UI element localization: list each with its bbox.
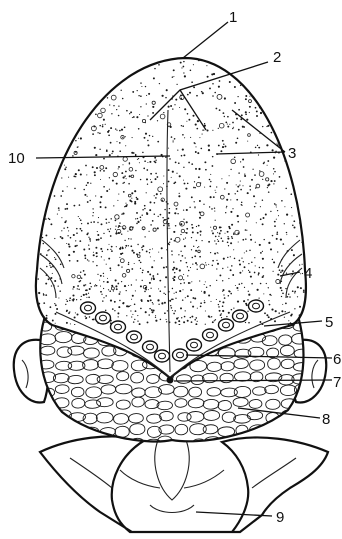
foramen-caecum — [167, 377, 174, 384]
callout-2: 2 — [273, 49, 281, 66]
callout-10: 10 — [8, 150, 25, 167]
epiglottis-region — [40, 436, 328, 532]
callout-6: 6 — [333, 351, 341, 368]
callout-1: 1 — [229, 9, 237, 26]
callout-7: 7 — [333, 374, 341, 391]
callout-5: 5 — [325, 314, 333, 331]
callout-4: 4 — [304, 265, 312, 282]
tongue-body — [36, 58, 307, 378]
callout-3: 3 — [288, 145, 296, 162]
callout-9: 9 — [276, 509, 284, 526]
callout-8: 8 — [322, 411, 330, 428]
